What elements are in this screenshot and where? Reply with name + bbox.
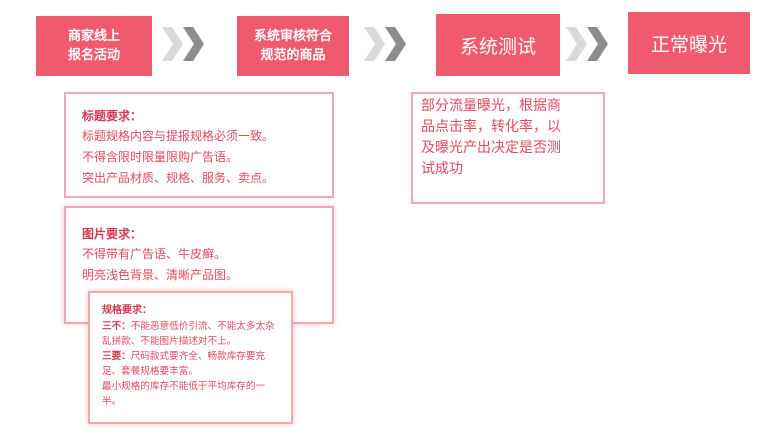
chevron-right-icon — [364, 27, 406, 61]
chevron-right-icon — [162, 27, 204, 61]
title-requirement-line: 突出产品材质、规格、服务、卖点。 — [82, 171, 275, 185]
image-requirement-line: 明亮浅色背景、清晰产品图。 — [82, 268, 239, 282]
system-test-description: 部分流量曝光，根据商 品点击率，转化率，以 及曝光产出决定是否测 试成功 — [421, 98, 561, 177]
step-merchant-signup-label: 商家线上 报名活动 — [67, 29, 120, 63]
image-requirements-heading: 图片要求： — [82, 227, 143, 241]
spec-rule-three-nots-label: 三不： — [102, 321, 131, 332]
image-requirement-line: 不得带有广告语、牛皮癣。 — [82, 247, 227, 261]
spec-requirements-panel: 规格要求： 三不：不能恶意低价引流、不能太多太杂乱拼款、不能图片描述对不上。 三… — [88, 291, 293, 424]
spec-rule-min-stock: 最小规格的库存不能低于平均库存的一半。 — [102, 381, 266, 407]
chevron-right-icon — [566, 27, 608, 61]
title-requirement-line: 不得含限时限量限购广告语。 — [82, 150, 239, 164]
spec-rule-three-nots-text: 不能恶意低价引流、不能太多太杂乱拼款、不能图片描述对不上。 — [102, 321, 275, 347]
step-system-test-label: 系统测试 — [459, 35, 536, 58]
step-system-review-label: 系统审核符合 规范的商品 — [253, 29, 332, 63]
step-merchant-signup: 商家线上 报名活动 — [36, 16, 152, 76]
spec-rule-three-nots: 三不：不能恶意低价引流、不能太多太杂乱拼款、不能图片描述对不上。 — [102, 319, 283, 349]
title-requirements-heading: 标题要求： — [82, 109, 143, 123]
spec-rule-three-musts: 三要：尺码款式要齐全、畅款库存要充足、套餐规格要丰富。 — [102, 349, 283, 379]
spec-requirements-heading: 规格要求： — [102, 305, 152, 316]
spec-rule-three-musts-label: 三要： — [102, 351, 131, 362]
step-normal-exposure: 正常曝光 — [628, 12, 750, 74]
step-system-test: 系统测试 — [436, 14, 560, 76]
step-system-review: 系统审核符合 规范的商品 — [237, 16, 349, 76]
title-requirement-line: 标题规格内容与提报规格必须一致。 — [82, 129, 275, 143]
system-test-panel: 部分流量曝光，根据商 品点击率，转化率，以 及曝光产出决定是否测 试成功 — [411, 92, 605, 204]
spec-rule-three-musts-text: 尺码款式要齐全、畅款库存要充足、套餐规格要丰富。 — [102, 351, 266, 377]
title-requirements-panel: 标题要求： 标题规格内容与提报规格必须一致。 不得含限时限量限购广告语。 突出产… — [64, 92, 334, 198]
step-normal-exposure-label: 正常曝光 — [650, 33, 727, 56]
